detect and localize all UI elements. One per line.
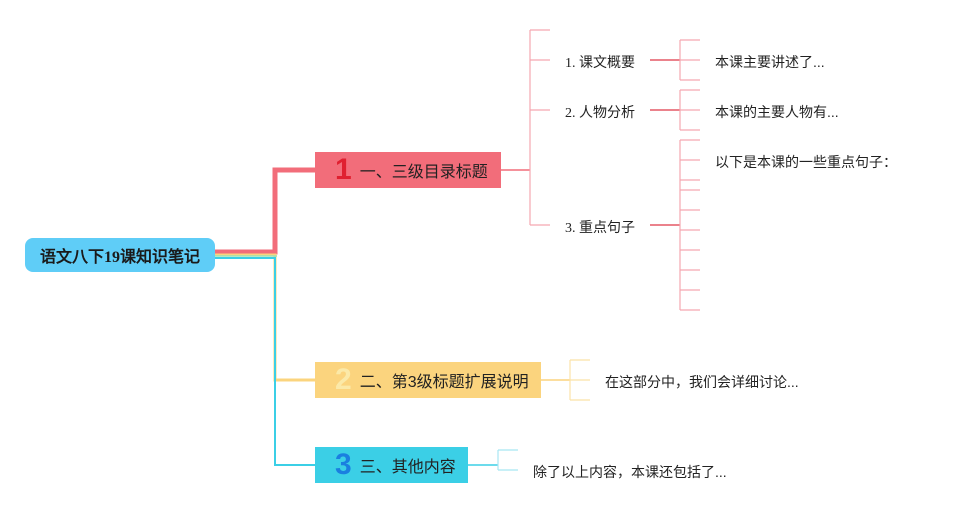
subtopic-key-sentences[interactable]: 3. 重点句子 <box>565 221 635 236</box>
note-characters[interactable]: 本课的主要人物有... <box>715 104 839 120</box>
branch-topic-2[interactable]: 2 二、第3级标题扩展说明 <box>315 362 541 398</box>
branch-label-1: 一、三级目录标题 <box>359 164 488 181</box>
branch-topic-3[interactable]: 3 三、其他内容 <box>315 447 468 483</box>
branch-topic-1[interactable]: 1 一、三级目录标题 <box>315 152 501 188</box>
subtopic-summary[interactable]: 1. 课文概要 <box>565 56 635 71</box>
branch-label-2: 二、第3级标题扩展说明 <box>359 374 529 391</box>
branch-label-3: 三、其他内容 <box>359 459 456 476</box>
note-branch-3[interactable]: 除了以上内容，本课还包括了... <box>533 464 727 480</box>
branch-number-3: 3 <box>335 448 352 481</box>
branch-number-1: 1 <box>335 153 352 186</box>
note-summary[interactable]: 本课主要讲述了... <box>715 54 825 70</box>
note-branch-2[interactable]: 在这部分中，我们会详细讨论... <box>605 374 799 390</box>
root-topic[interactable]: 语文八下19课知识笔记 <box>25 238 215 272</box>
branch-number-2: 2 <box>335 363 352 396</box>
subtopic-characters[interactable]: 2. 人物分析 <box>565 106 635 121</box>
note-key-sentences[interactable]: 以下是本课的一些重点句子： <box>715 154 897 170</box>
